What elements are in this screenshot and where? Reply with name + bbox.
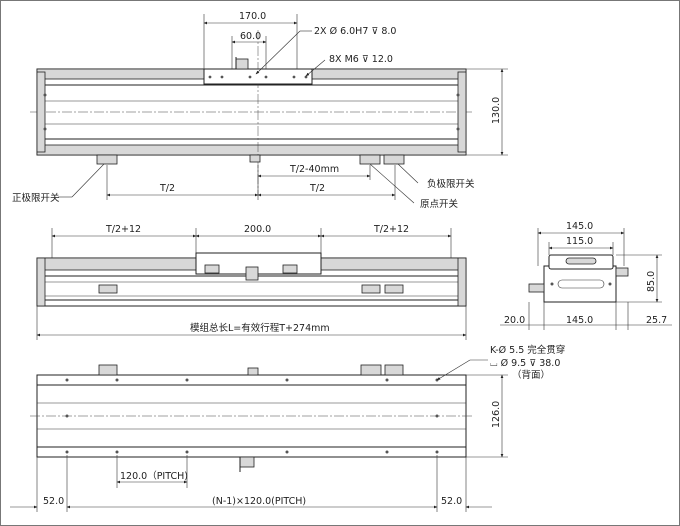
end-dim-85: 85.0 [646,271,657,292]
top-dim-170: 170.0 [239,11,266,22]
label-pos-limit: 正极限开关 [12,192,60,204]
end-dim-145-bottom: 145.0 [566,315,593,326]
label-neg-limit: 负极限开关 [427,178,475,190]
callout-pin-holes: 2X Ø 6.0H7 ⊽ 8.0 [314,26,396,37]
side-dim-right: T/2+12 [373,224,409,235]
pos-limit-sensor [96,154,118,165]
top-dim-60: 60.0 [240,31,261,42]
note-through-holes: K-Ø 5.5 完全贯穿 [490,344,565,356]
top-dim-height: 130.0 [491,97,502,124]
end-view: 145.0 115.0 85.0 20.0 145.0 25.7 [500,221,672,330]
bottom-dim-pitch: 120.0（PITCH) [120,470,188,482]
top-dim-half-right: T/2 [309,183,325,194]
side-dim-carriage: 200.0 [244,224,271,235]
bottom-view: K-Ø 5.5 完全贯穿 ⌴ Ø 9.5 ⊽ 38.0 （背面） 126.0 1… [10,344,565,512]
label-origin: 原点开关 [420,198,459,210]
top-carriage [203,68,313,85]
side-dim-left: T/2+12 [105,224,141,235]
bottom-view-holes [65,378,439,454]
top-dim-half-left: T/2 [159,183,175,194]
origin-sensor [359,154,381,165]
end-dim-145-top: 145.0 [566,221,593,232]
bottom-dim-height: 126.0 [491,401,502,428]
bottom-dim-left-52: 52.0 [43,496,64,507]
callout-tapped-holes: 8X M6 ⊽ 12.0 [329,54,393,65]
top-dim-half-40: T/2-40mm [289,164,339,175]
side-dim-total: 模组总长L=有效行程T+274mm [190,322,330,334]
bottom-dim-right-52: 52.0 [441,496,462,507]
bottom-dim-n-pitch: (N-1)×120.0(PITCH) [212,496,306,507]
top-view: 170.0 60.0 2X Ø 6.0H7 ⊽ 8.0 8X M6 ⊽ 12.0… [12,11,508,210]
side-view: T/2+12 200.0 T/2+12 模组总长L=有效行程T+274mm [36,224,467,340]
end-dim-20: 20.0 [504,315,525,326]
end-dim-115: 115.0 [566,236,593,247]
neg-limit-sensor [383,154,405,165]
note-back: （背面） [512,369,550,381]
top-view-holes [43,75,460,131]
end-view-body [543,265,617,303]
end-dim-25-7: 25.7 [646,315,667,326]
note-counterbore: ⌴ Ø 9.5 ⊽ 38.0 [490,358,560,369]
